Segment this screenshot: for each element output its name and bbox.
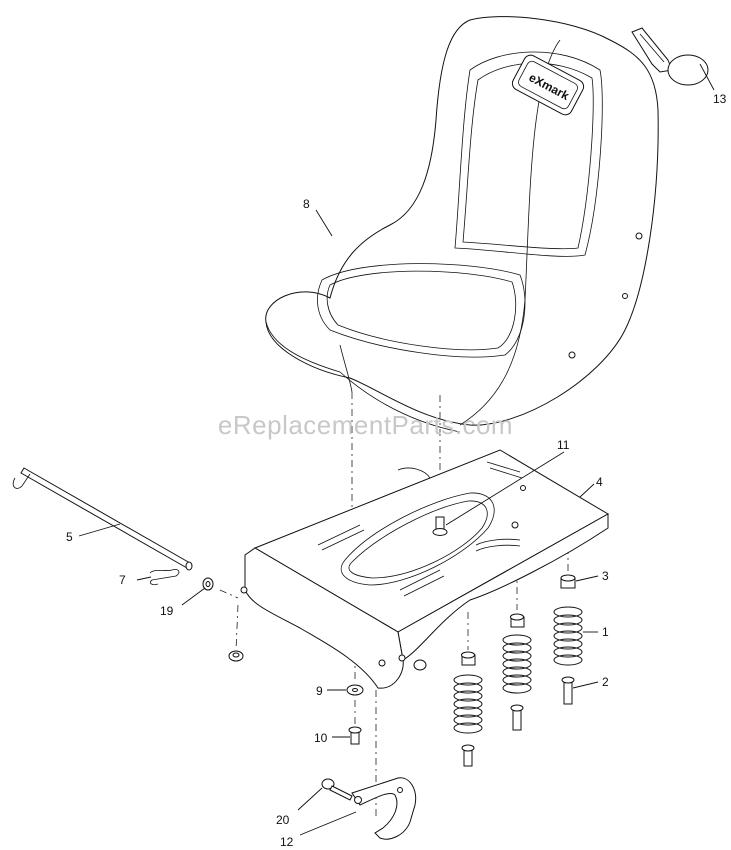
callout-4: 4 [596, 475, 603, 489]
callout-8: 8 [303, 197, 310, 211]
callout-5: 5 [66, 530, 73, 544]
leader-lines [78, 63, 715, 836]
callout-labels: 8 13 11 4 5 7 19 3 1 2 9 10 20 12 [66, 92, 727, 849]
watermark: eReplacementParts.com [217, 410, 514, 440]
hairpin-cotter[interactable] [149, 569, 180, 586]
switch-bracket[interactable] [351, 777, 417, 840]
pivot-rod[interactable] [12, 467, 193, 571]
bushing[interactable] [202, 577, 214, 591]
callout-3: 3 [602, 569, 609, 583]
spring-middle[interactable] [502, 634, 532, 731]
side-nut[interactable] [413, 659, 427, 671]
callout-13: 13 [713, 92, 727, 106]
callout-2: 2 [602, 675, 609, 689]
seat-mounting-plate[interactable] [240, 449, 610, 689]
spring-nut-left[interactable] [461, 651, 476, 666]
callout-20: 20 [276, 813, 290, 827]
callout-9: 9 [316, 684, 323, 698]
callout-1: 1 [602, 625, 609, 639]
spring-right[interactable] [553, 606, 583, 705]
switch-screw[interactable] [321, 778, 353, 801]
callout-7: 7 [119, 573, 126, 587]
callout-19: 19 [160, 604, 174, 618]
seat-switch-connector[interactable] [631, 27, 709, 86]
spring-left[interactable] [453, 674, 483, 767]
callout-12: 12 [280, 835, 294, 849]
spring-nut-right[interactable] [560, 574, 576, 589]
seat[interactable]: eXmark [265, 16, 659, 433]
callout-11: 11 [557, 438, 570, 452]
washer[interactable] [346, 684, 364, 696]
plate-nut[interactable] [228, 650, 244, 662]
spring-nut-middle[interactable] [510, 613, 525, 628]
bolt[interactable] [348, 726, 362, 745]
seat-logo-badge: eXmark [511, 54, 585, 116]
callout-10: 10 [314, 731, 328, 745]
stud-bolt[interactable] [432, 516, 448, 536]
